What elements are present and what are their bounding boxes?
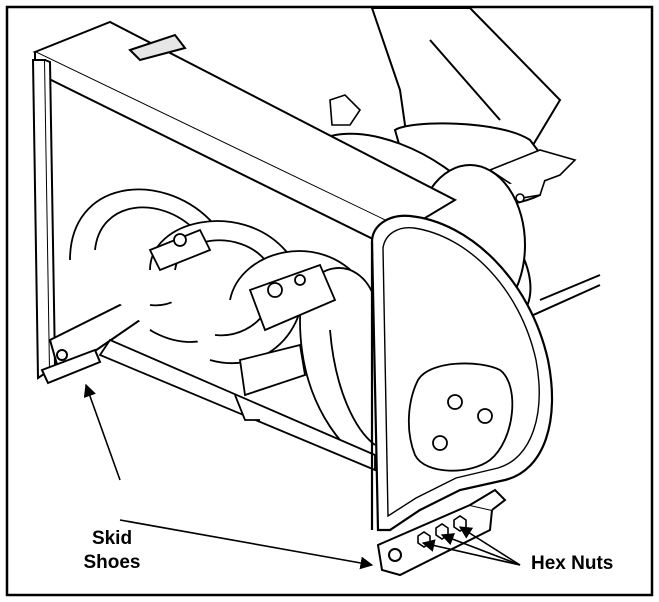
left-side-plate bbox=[31, 59, 142, 380]
bolt-icon bbox=[432, 435, 448, 451]
skid-shoes-label-line1: Skid bbox=[91, 528, 133, 549]
scraper-bar bbox=[98, 338, 376, 472]
skid-shoe-left bbox=[40, 348, 102, 385]
skid-shoes-label: Skid Shoes bbox=[72, 527, 152, 575]
auger-gearbox bbox=[148, 228, 337, 397]
hex-nuts-label: Hex Nuts bbox=[531, 552, 614, 576]
hex-nuts bbox=[417, 515, 467, 548]
chute-rotation-bracket bbox=[329, 94, 577, 212]
bearing-plate bbox=[407, 362, 514, 472]
callout-leaders bbox=[83, 383, 521, 570]
bolt-icon bbox=[477, 408, 493, 424]
bolt-icon bbox=[447, 394, 463, 410]
skid-shoes-label-line2: Shoes bbox=[83, 552, 141, 573]
